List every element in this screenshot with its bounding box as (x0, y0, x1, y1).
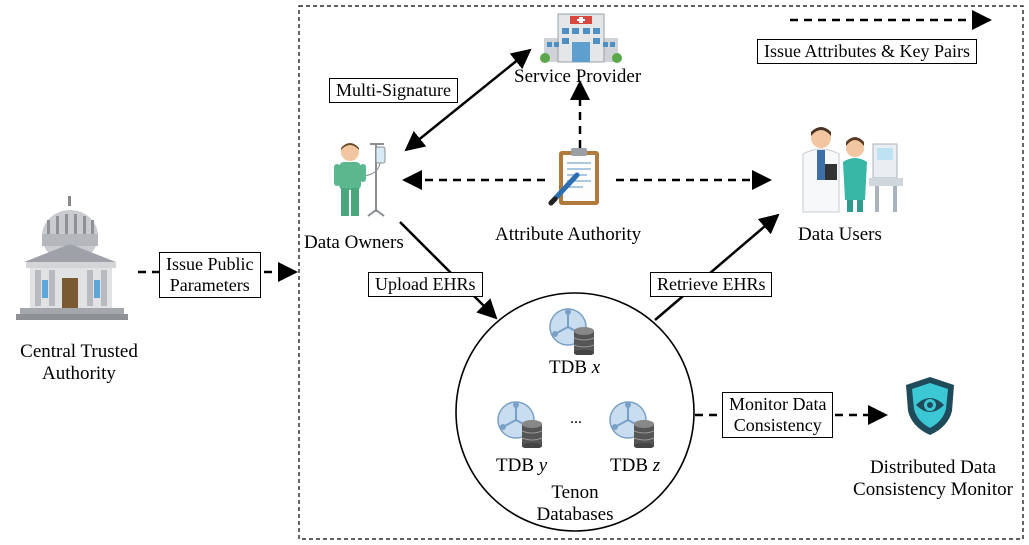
tenon-db-line2: Databases (536, 504, 614, 525)
clipboard-pen-icon (548, 148, 599, 206)
hospital-building-icon (540, 13, 622, 63)
doctor-nurse-icon (802, 127, 903, 213)
upload-ehrs-box: Upload EHRs (368, 272, 483, 297)
central-authority-line2: Authority (42, 363, 116, 384)
retrieve-ehrs-box: Retrieve EHRs (650, 272, 773, 297)
shield-eye-icon (906, 377, 954, 435)
monitor-consistency-line2: Consistency (733, 415, 822, 435)
monitor-line2: Consistency Monitor (853, 479, 1013, 500)
attribute-authority-label: Attribute Authority (495, 224, 642, 245)
monitor-label: Distributed Data Consistency Monitor (838, 457, 1028, 501)
tdb-z-var: z (652, 455, 661, 476)
tdb-x-label: TDB x (549, 357, 600, 379)
monitor-consistency-box: Monitor Data Consistency (722, 392, 834, 438)
tdb-z-prefix: TDB (610, 455, 653, 476)
tdb-y-label: TDB y (496, 455, 547, 477)
edge-multi-signature (404, 48, 532, 152)
legend-label-box: Issue Attributes & Key Pairs (757, 39, 977, 64)
tdb-x-prefix: TDB (549, 357, 592, 378)
tenon-db-line1: Tenon (551, 482, 599, 503)
data-owners-label: Data Owners (304, 232, 404, 253)
issue-public-params-line1: Issue Public (166, 254, 254, 274)
patient-iv-icon (334, 143, 386, 217)
tdb-y-var: y (538, 455, 548, 476)
service-provider-label: Service Provider (514, 66, 642, 87)
issue-public-params-line2: Parameters (169, 275, 250, 295)
government-building-icon (16, 196, 128, 320)
tdb-x-var: x (591, 357, 601, 378)
central-authority-line1: Central Trusted (20, 341, 138, 362)
data-users-label: Data Users (798, 224, 882, 245)
tdb-z-label: TDB z (610, 455, 660, 477)
database-icon-z (609, 401, 655, 448)
multi-signature-box: Multi-Signature (329, 78, 458, 103)
database-icon-y (497, 401, 543, 448)
edge-retrieve-ehrs (654, 213, 780, 321)
central-authority-label: Central Trusted Authority (4, 341, 154, 385)
tenon-db-circle (455, 292, 695, 532)
tenon-db-label: Tenon Databases (520, 482, 630, 526)
issue-public-params-box: Issue Public Parameters (159, 252, 261, 298)
system-boundary (298, 5, 1024, 540)
monitor-line1: Distributed Data (869, 457, 997, 478)
tdb-ellipsis: ... (570, 410, 582, 427)
edge-upload-ehrs (399, 221, 498, 320)
monitor-consistency-line1: Monitor Data (729, 394, 827, 414)
tdb-y-prefix: TDB (496, 455, 539, 476)
database-icon-x (549, 308, 595, 355)
